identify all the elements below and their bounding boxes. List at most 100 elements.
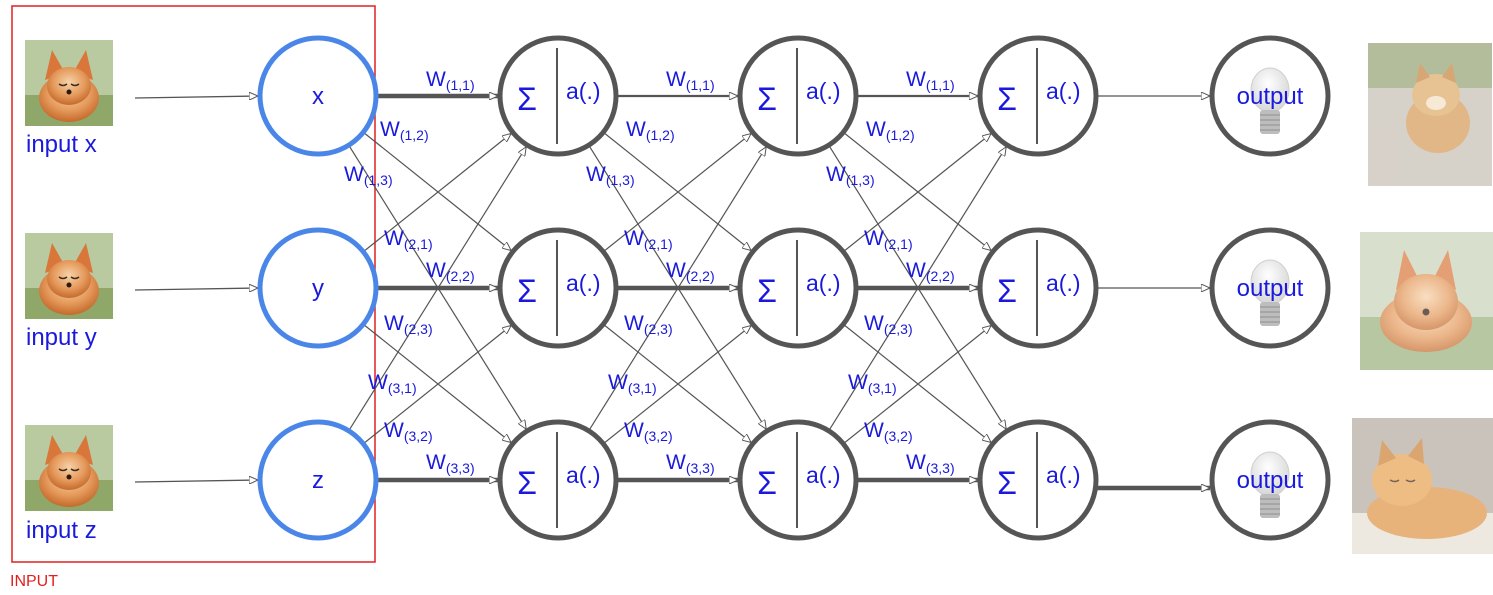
weight-connection bbox=[602, 131, 751, 250]
activation-label: a(.) bbox=[1046, 270, 1081, 296]
weight-label-w31: W(3,1) bbox=[608, 371, 657, 396]
input-arrow bbox=[134, 96, 258, 98]
weight-label-w22: W(2,2) bbox=[666, 259, 715, 284]
weight-label-w22: W(2,2) bbox=[906, 259, 955, 284]
input-label-y: input y bbox=[26, 324, 97, 351]
activation-label: a(.) bbox=[566, 78, 601, 104]
output-label: output bbox=[1237, 83, 1304, 110]
weight-label-w11: W(1,1) bbox=[666, 68, 715, 93]
weight-connection bbox=[828, 147, 1006, 432]
output-label: output bbox=[1237, 467, 1304, 494]
sum-symbol: Σ bbox=[757, 273, 777, 309]
output-layer: output output output bbox=[1209, 35, 1331, 541]
fox-thumbnail-y bbox=[25, 233, 113, 319]
cat-photo bbox=[1352, 418, 1493, 554]
svg-text:z: z bbox=[312, 467, 324, 494]
activation-label: a(.) bbox=[806, 270, 841, 296]
input-label-x: input x bbox=[26, 131, 97, 158]
weight-label-w33: W(3,3) bbox=[666, 451, 715, 476]
lightbulb-icon bbox=[1250, 67, 1290, 134]
weight-labels: W(1,1) W(1,2) W(1,3) W(2,1) W(2,2) W(2,3) W(3,… bbox=[344, 68, 955, 476]
sum-symbol: Σ bbox=[997, 465, 1017, 501]
weight-label-w31: W(3,1) bbox=[368, 371, 417, 396]
activation-label: a(.) bbox=[806, 462, 841, 488]
weight-label-w13: W(1,3) bbox=[586, 163, 635, 188]
weight-label-w12: W(1,2) bbox=[866, 118, 915, 143]
sum-symbol: Σ bbox=[997, 273, 1017, 309]
sum-symbol: Σ bbox=[517, 81, 537, 117]
weight-connection bbox=[842, 325, 991, 445]
weight-label-w13: W(1,3) bbox=[344, 163, 393, 188]
input-node-z: z bbox=[257, 419, 379, 541]
activation-label: a(.) bbox=[1046, 462, 1081, 488]
sum-symbol: Σ bbox=[997, 81, 1017, 117]
weight-label-w21: W(2,1) bbox=[864, 227, 913, 252]
connections bbox=[134, 96, 1210, 488]
fox-thumbnail-x bbox=[25, 40, 113, 126]
weight-connection bbox=[348, 147, 526, 432]
sum-symbol: Σ bbox=[517, 465, 537, 501]
weight-label-w11: W(1,1) bbox=[426, 68, 475, 93]
input-arrow bbox=[134, 288, 258, 290]
input-arrow bbox=[134, 480, 258, 482]
weight-connection bbox=[362, 131, 511, 250]
weight-label-w31: W(3,1) bbox=[848, 371, 897, 396]
weight-connection bbox=[842, 133, 991, 253]
weight-label-w23: W(2,3) bbox=[384, 312, 433, 337]
activation-label: a(.) bbox=[1046, 78, 1081, 104]
weight-connection bbox=[602, 323, 751, 442]
input-node-y: y bbox=[257, 227, 379, 349]
weight-label-w32: W(3,2) bbox=[864, 419, 913, 444]
svg-text:x: x bbox=[312, 83, 324, 110]
weight-label-w23: W(2,3) bbox=[624, 312, 673, 337]
weight-label-w12: W(1,2) bbox=[380, 118, 429, 143]
weight-label-w33: W(3,3) bbox=[906, 451, 955, 476]
weight-connection bbox=[602, 133, 751, 253]
sum-symbol: Σ bbox=[757, 465, 777, 501]
weight-connection bbox=[842, 323, 991, 442]
weight-label-w11: W(1,1) bbox=[906, 68, 955, 93]
sum-symbol: Σ bbox=[757, 81, 777, 117]
input-box-label: INPUT bbox=[10, 573, 58, 590]
weight-label-w33: W(3,3) bbox=[426, 451, 475, 476]
output-label: output bbox=[1237, 275, 1304, 302]
activation-label: a(.) bbox=[806, 78, 841, 104]
weight-connection bbox=[602, 325, 751, 445]
activation-label: a(.) bbox=[566, 270, 601, 296]
weight-connection bbox=[588, 147, 766, 432]
weight-label-w21: W(2,1) bbox=[624, 227, 673, 252]
activation-label: a(.) bbox=[566, 462, 601, 488]
weight-label-w13: W(1,3) bbox=[826, 163, 875, 188]
weight-connection bbox=[362, 323, 511, 442]
weight-label-w32: W(3,2) bbox=[624, 419, 673, 444]
fox-thumbnail-z bbox=[25, 425, 113, 511]
sum-symbol: Σ bbox=[517, 273, 537, 309]
weight-label-w22: W(2,2) bbox=[426, 259, 475, 284]
lightbulb-icon bbox=[1250, 451, 1290, 518]
weight-connection bbox=[362, 133, 511, 253]
fox-photo bbox=[1360, 232, 1493, 370]
input-label-z: input z bbox=[26, 517, 97, 544]
weight-connection bbox=[842, 131, 991, 250]
weight-label-w32: W(3,2) bbox=[384, 419, 433, 444]
weight-label-w23: W(2,3) bbox=[864, 312, 913, 337]
svg-text:y: y bbox=[312, 275, 324, 302]
weight-label-w12: W(1,2) bbox=[626, 118, 675, 143]
weight-label-w21: W(2,1) bbox=[384, 227, 433, 252]
output-node: output bbox=[1209, 419, 1331, 541]
weight-connection bbox=[362, 325, 511, 445]
dog-photo bbox=[1368, 43, 1492, 186]
lightbulb-icon bbox=[1250, 259, 1290, 326]
output-node: output bbox=[1209, 227, 1331, 349]
